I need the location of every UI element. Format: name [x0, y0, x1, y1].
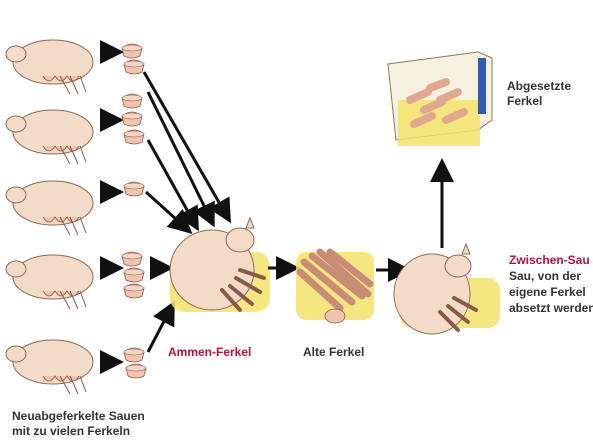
sow-row-5 — [6, 340, 93, 394]
surplus-piglets-2 — [122, 94, 144, 144]
sow-row-3 — [6, 181, 93, 235]
sow-row-1 — [6, 40, 93, 94]
sow-row-4 — [6, 255, 93, 309]
sow-5 — [6, 340, 93, 384]
sow-row-2 — [6, 110, 93, 164]
surplus-piglets-4 — [122, 252, 144, 298]
new-sows-label-line1: Neuabgeferkelte Sauen — [12, 409, 145, 423]
surplus-piglets-5 — [124, 348, 146, 378]
arrow-to-nurse-1 — [144, 72, 228, 218]
older-piglets — [296, 252, 374, 323]
sow-4 — [6, 255, 93, 299]
arrow-to-nurse-3 — [148, 140, 196, 226]
weaned-piglets-pen — [388, 52, 492, 146]
sow-3 — [6, 181, 93, 225]
intermediate-sow-line1: Sau, von der — [509, 269, 581, 283]
surplus-piglets-3 — [124, 182, 144, 196]
intermediate-sow — [394, 244, 500, 334]
surplus-piglets-1 — [122, 44, 144, 74]
weaned-label-line1: Abgesetzte — [507, 79, 571, 93]
nurse-sow — [170, 218, 270, 312]
sow-2 — [6, 110, 93, 154]
intermediate-sow-title: Zwischen-Sau — [509, 253, 590, 267]
nurse-piglets-label: Ammen-Ferkel — [168, 345, 251, 359]
intermediate-sow-line3: absetzt werden — [509, 301, 593, 315]
weaned-label-line2: Ferkel — [507, 94, 542, 108]
new-sows-label-line2: mit zu vielen Ferkeln — [12, 424, 130, 438]
sow-1 — [6, 40, 93, 84]
older-piglets-label: Alte Ferkel — [303, 345, 364, 359]
intermediate-sow-line2: eigene Ferkel — [509, 285, 586, 299]
